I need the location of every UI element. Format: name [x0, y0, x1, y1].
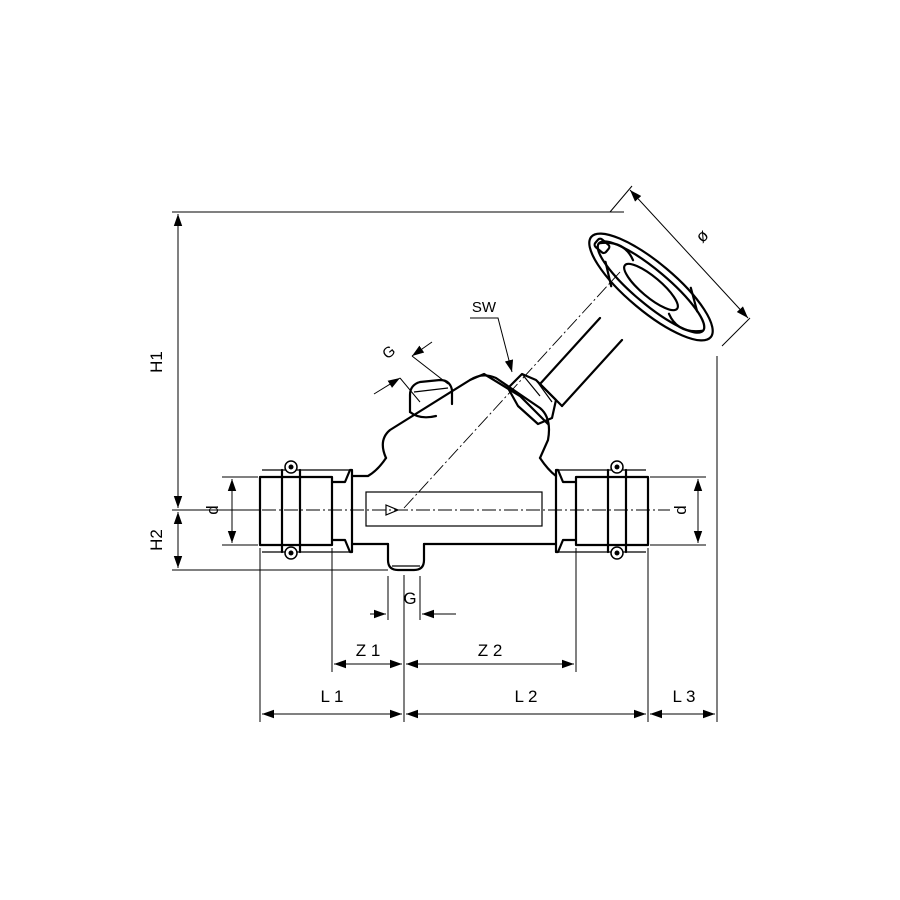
diameter-dimension — [629, 189, 749, 319]
bonnet — [381, 271, 621, 509]
label-g-bottom: G — [403, 589, 416, 608]
label-z1: Z 1 — [356, 641, 381, 660]
label-h1: H1 — [147, 351, 166, 373]
top-test-port — [408, 378, 454, 419]
label-z2: Z 2 — [478, 641, 503, 660]
label-d-left: d — [203, 505, 222, 514]
left-press-fitting — [258, 460, 354, 560]
flow-arrow — [385, 504, 400, 516]
stem-centerline — [403, 271, 621, 509]
label-sw: SW — [472, 299, 497, 316]
label-g-top: G — [379, 342, 399, 363]
label-l2: L 2 — [514, 687, 537, 706]
label-diameter: ø — [692, 226, 713, 247]
extension-lines — [172, 185, 751, 722]
label-h2: H2 — [147, 529, 166, 551]
right-press-fitting — [554, 460, 650, 560]
stem — [538, 316, 624, 408]
g-top-dimension-b — [411, 341, 433, 357]
dimension-lines — [173, 189, 749, 719]
valve-body — [240, 232, 714, 572]
label-l3: L 3 — [672, 687, 695, 706]
label-d-right: d — [671, 505, 690, 514]
hex-nut — [506, 372, 558, 426]
main-body-outline — [350, 456, 558, 546]
g-top-dimension-a — [373, 377, 401, 395]
sw-leader — [470, 317, 514, 373]
flow-window — [365, 491, 543, 527]
label-l1: L 1 — [320, 687, 343, 706]
bottom-drain-port — [386, 542, 426, 572]
